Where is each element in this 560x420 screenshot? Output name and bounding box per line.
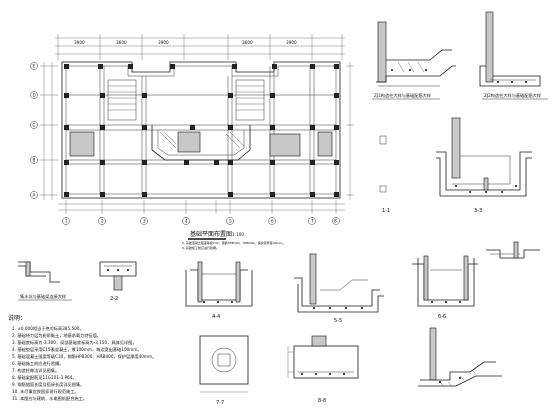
section-3-3: 3-3 bbox=[436, 117, 532, 214]
axis-left-b: D bbox=[33, 93, 36, 98]
detail-pile-section: 8-8 bbox=[287, 335, 359, 404]
section-label-3: 3-3 bbox=[474, 208, 482, 214]
detail-c-caption: 集水坑与基础梁连接大样 bbox=[20, 293, 66, 300]
note-8: 8. 基础梁配筋见11G101-3 P64。 bbox=[12, 374, 77, 381]
axis-bottom-6: 6 bbox=[271, 219, 274, 224]
note-5: 5. 基础混凝土强度等级C30，钢筋HPB300、HRB400，保护层厚度40m… bbox=[12, 353, 156, 360]
dim-top-2: 3600 bbox=[116, 40, 127, 45]
note-9: 9. 钢筋锚固长度及搭接长度详见图集。 bbox=[12, 381, 84, 388]
section-6-6: 6-6 bbox=[412, 255, 478, 320]
section-label-2: 2-2 bbox=[110, 296, 118, 302]
note-1: 1. ±0.000相当于绝对标高385.500。 bbox=[12, 325, 84, 332]
plan-note-line-2: 6. 基础施工前应进行验槽。 bbox=[182, 245, 219, 250]
axis-left-a: E bbox=[33, 64, 36, 69]
plan-top-dimensions: 3900 3600 3900 3600 3900 bbox=[55, 34, 345, 60]
section-label-1: 1-1 bbox=[382, 208, 390, 214]
note-3: 3. 基础底标高为-3.300，局部基础底标高为-3.150，具体见详图。 bbox=[12, 339, 136, 346]
detail-retaining-wall bbox=[418, 327, 502, 387]
axis-bottom-8: 8 bbox=[334, 219, 337, 224]
plan-foundation-outline bbox=[61, 61, 341, 199]
note-2: 2. 基础持力层为粉质黏土，地基承载力特征值。 bbox=[12, 332, 101, 339]
section-label-6: 6-6 bbox=[438, 314, 446, 320]
detail-zj2-caption: ZJ2构造柱大样与基础配筋大样 bbox=[484, 92, 541, 99]
dim-top-4: 3600 bbox=[242, 40, 253, 45]
section-label-4: 4-4 bbox=[212, 314, 220, 320]
note-11: 11. 本图应与建筑、水电图纸配合施工。 bbox=[12, 395, 87, 402]
plan-right-dimensions bbox=[346, 62, 354, 200]
plan-note-line-1: 5. 基础混凝土强度等级C30，钢筋HPB300、HRB400，保护层厚度40m… bbox=[182, 240, 285, 245]
axis-bottom-2: 2 bbox=[101, 219, 104, 224]
axis-left-d: B bbox=[33, 158, 36, 163]
plan-axis-left: E D C B A bbox=[30, 62, 38, 199]
note-6: 6. 基础施工前应进行验槽。 bbox=[12, 360, 63, 367]
detail-zj2: ZJ2构造柱大样与基础配筋大样 bbox=[479, 11, 548, 100]
note-7: 7. 构造柱做法详见图集。 bbox=[12, 367, 59, 374]
axis-bottom-4: 4 bbox=[185, 219, 188, 224]
notes-heading: 说明： bbox=[8, 314, 26, 322]
section-label-5: 5-5 bbox=[334, 318, 342, 324]
detail-markers: 1-1 bbox=[379, 135, 390, 214]
section-pile-cap: 2-2 bbox=[99, 261, 137, 302]
dim-top-3: 3900 bbox=[158, 40, 169, 45]
detail-column-base-plan: 7-7 bbox=[199, 335, 249, 406]
axis-bottom-1: 1 bbox=[65, 219, 68, 224]
plan-scale: 1:100 bbox=[232, 232, 244, 237]
section-label-8: 8-8 bbox=[318, 398, 326, 404]
note-4: 4. 基础垫层采用C15素混凝土，厚100mm，每边宽出基础100mm。 bbox=[12, 346, 142, 353]
dim-top-1: 3900 bbox=[74, 40, 85, 45]
axis-left-e: A bbox=[33, 193, 36, 198]
detail-cuttoff: 集水坑与基础梁连接大样 bbox=[18, 261, 72, 301]
plan-title: 基础平面布置图 bbox=[190, 230, 232, 238]
general-notes: 说明： 1. ±0.000相当于绝对标高385.500。 2. 基础持力层为粉质… bbox=[8, 314, 156, 402]
plan-left-dimensions bbox=[40, 62, 58, 200]
section-5-5: 5-5 bbox=[294, 253, 384, 324]
foundation-plan: 3900 3600 3900 3600 3900 E D C B A bbox=[30, 34, 354, 250]
section-label-7: 7-7 bbox=[216, 400, 224, 406]
axis-bottom-5: 5 bbox=[229, 219, 232, 224]
plan-bottom-dimensions: 1 2 3 4 5 6 7 8 bbox=[58, 200, 345, 225]
note-10: 10. 未尽事宜按国家现行规范施工。 bbox=[12, 388, 79, 395]
axis-bottom-3: 3 bbox=[143, 219, 146, 224]
detail-zj1-caption: ZJ1构造柱大样与基础配筋大样 bbox=[374, 92, 431, 99]
dim-top-5: 3900 bbox=[286, 40, 297, 45]
detail-zj1: ZJ1构造柱大样与基础配筋大样 bbox=[372, 21, 456, 100]
axis-left-c: C bbox=[33, 123, 36, 128]
section-right-step bbox=[486, 241, 540, 259]
section-4-4: 4-4 bbox=[185, 261, 253, 320]
plan-title-block: 基础平面布置图 1:100 5. 基础混凝土强度等级C30，钢筋HPB300、H… bbox=[182, 230, 285, 250]
plan-columns bbox=[64, 64, 339, 197]
axis-bottom-7: 7 bbox=[311, 219, 314, 224]
